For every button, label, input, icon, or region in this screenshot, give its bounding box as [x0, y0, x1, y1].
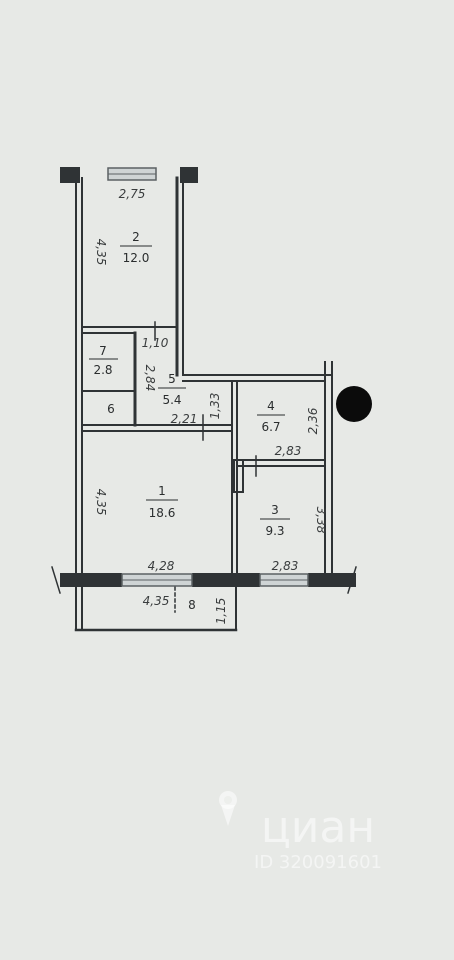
dim-closet-side: 2,84	[143, 365, 157, 392]
room-4-area: 6.7	[261, 420, 280, 434]
room-5-number: 5	[168, 372, 176, 386]
dim-room3-height: 3,38	[314, 507, 328, 534]
walls	[51, 167, 357, 632]
room-1-number: 1	[158, 484, 166, 498]
room-5-area: 5.4	[162, 393, 181, 407]
bottom-wall-mid-block	[192, 573, 260, 587]
room-3-number: 3	[271, 503, 279, 517]
room-8-number: 8	[188, 598, 196, 612]
dim-hall-width: 2,21	[171, 412, 198, 426]
room-labels: 2 12.0 7 2.8 5 5.4 6 4 6.7 1 18.6 3 9.3 …	[89, 230, 290, 612]
dim-hall-gap: 1,33	[208, 393, 222, 420]
bottom-wall-right-block	[308, 573, 356, 587]
room-1-area: 18.6	[149, 506, 176, 520]
room-6-number: 6	[107, 402, 115, 416]
dim-balcony-depth: 1,15	[214, 598, 228, 625]
room-2-number: 2	[132, 230, 140, 244]
room-3-area: 9.3	[265, 524, 284, 538]
watermark-id: ID 320091601	[254, 852, 382, 873]
room-7-area: 2.8	[93, 363, 112, 377]
dim-left-bottom: 4,35	[94, 489, 108, 516]
watermark-brand: циан	[261, 802, 375, 853]
location-pin-icon	[219, 791, 237, 826]
dim-corridor-door: 1,10	[142, 336, 169, 350]
watermark: циан ID 320091601	[219, 791, 382, 873]
bottom-wall-left-block	[60, 573, 122, 587]
dim-room3-width: 2,83	[275, 444, 302, 458]
dim-balcony-width: 4,35	[143, 594, 170, 608]
dim-room4-height: 2,36	[306, 407, 320, 434]
dimension-labels: 2,75 4,35 1,10 2,84 2,21 1,33 2,36 2,83 …	[94, 187, 328, 624]
room-4-number: 4	[267, 399, 275, 413]
windows	[107, 167, 309, 587]
location-marker-dot	[336, 386, 372, 422]
dim-left-top: 4,35	[94, 239, 108, 266]
top-wall-right-block	[180, 167, 198, 183]
dim-bottom-window-left: 4,28	[148, 559, 175, 573]
room-2-area: 12.0	[123, 251, 150, 265]
room-7-number: 7	[99, 344, 107, 358]
dim-bottom-window-right: 2,83	[272, 559, 299, 573]
dim-top-window: 2,75	[119, 187, 146, 201]
